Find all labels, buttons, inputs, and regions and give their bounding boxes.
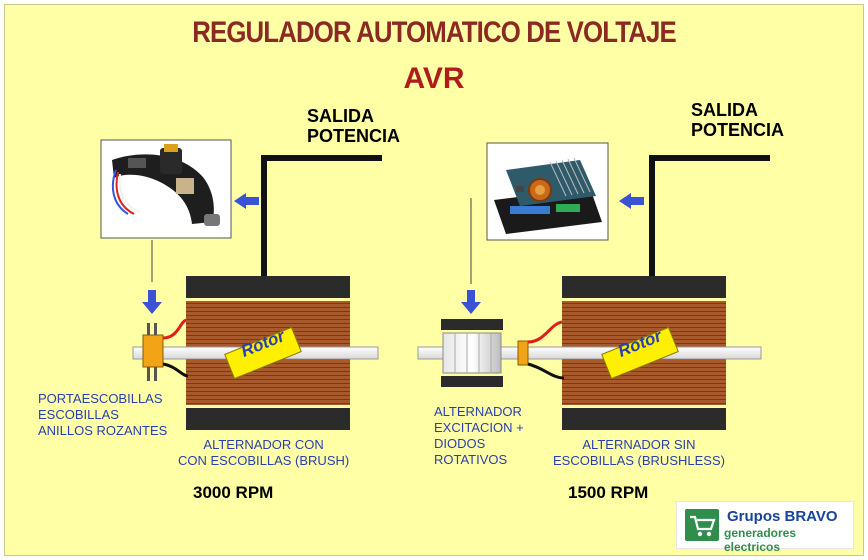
- left-brush-d: [154, 367, 157, 381]
- right-exciter-label: ALTERNADOR EXCITACION + DIODOS ROTATIVOS: [434, 404, 524, 467]
- brand-logo: Grupos BRAVO generadores electricos: [676, 501, 854, 554]
- left-side-arrow-icon: [234, 193, 259, 209]
- right-down-arrow-icon: [461, 290, 481, 314]
- right-side-arrow-icon: [619, 193, 644, 209]
- left-avr-photo: [100, 139, 232, 239]
- right-alternator-label: ALTERNADOR SIN ESCOBILLAS (BRUSHLESS): [553, 437, 725, 468]
- left-alternator-label: ALTERNADOR CON CON ESCOBILLAS (BRUSH): [178, 437, 350, 468]
- rotating-diodes: [517, 340, 529, 366]
- right-rotor-label-box: [601, 326, 679, 380]
- left-rpm: 3000 RPM: [193, 483, 274, 502]
- left-brush-a: [147, 323, 150, 335]
- right-alternator: [417, 155, 770, 430]
- brand-name: Grupos BRAVO: [727, 508, 838, 525]
- left-parts-label: PORTAESCOBILLAS ESCOBILLAS ANILLOS ROZAN…: [38, 391, 168, 438]
- right-black-wire: [527, 362, 565, 380]
- left-salida-label: SALIDA POTENCIA: [307, 106, 401, 146]
- exciter-stator-bottom: [441, 376, 503, 387]
- left-down-arrow-icon: [142, 290, 162, 314]
- left-brush-holder: [142, 334, 164, 368]
- left-red-wire: [162, 318, 187, 340]
- page-subtitle: AVR: [403, 62, 465, 95]
- left-output-wire: [261, 155, 382, 286]
- brand-tagline: generadores electricos: [724, 526, 797, 554]
- right-salida-label: SALIDA POTENCIA: [691, 100, 785, 140]
- left-brush-c: [147, 367, 150, 381]
- left-alternator: [132, 155, 382, 430]
- cart-icon: [685, 509, 719, 541]
- left-stator-bottom: [186, 408, 350, 430]
- right-rpm: 1500 RPM: [568, 483, 649, 502]
- exciter-rotor: [442, 332, 502, 374]
- left-brush-b: [154, 323, 157, 335]
- left-rotor-label-box: [224, 326, 302, 380]
- right-avr-photo: [486, 142, 609, 241]
- right-stator-bottom: [562, 408, 726, 430]
- right-red-wire: [527, 320, 563, 344]
- page-title: REGULADOR AUTOMATICO DE VOLTAJE: [192, 16, 676, 49]
- right-output-wire: [649, 155, 770, 286]
- right-stator-top: [562, 276, 726, 298]
- left-black-wire: [162, 362, 189, 378]
- exciter-stator-top: [441, 319, 503, 330]
- left-stator-top: [186, 276, 350, 298]
